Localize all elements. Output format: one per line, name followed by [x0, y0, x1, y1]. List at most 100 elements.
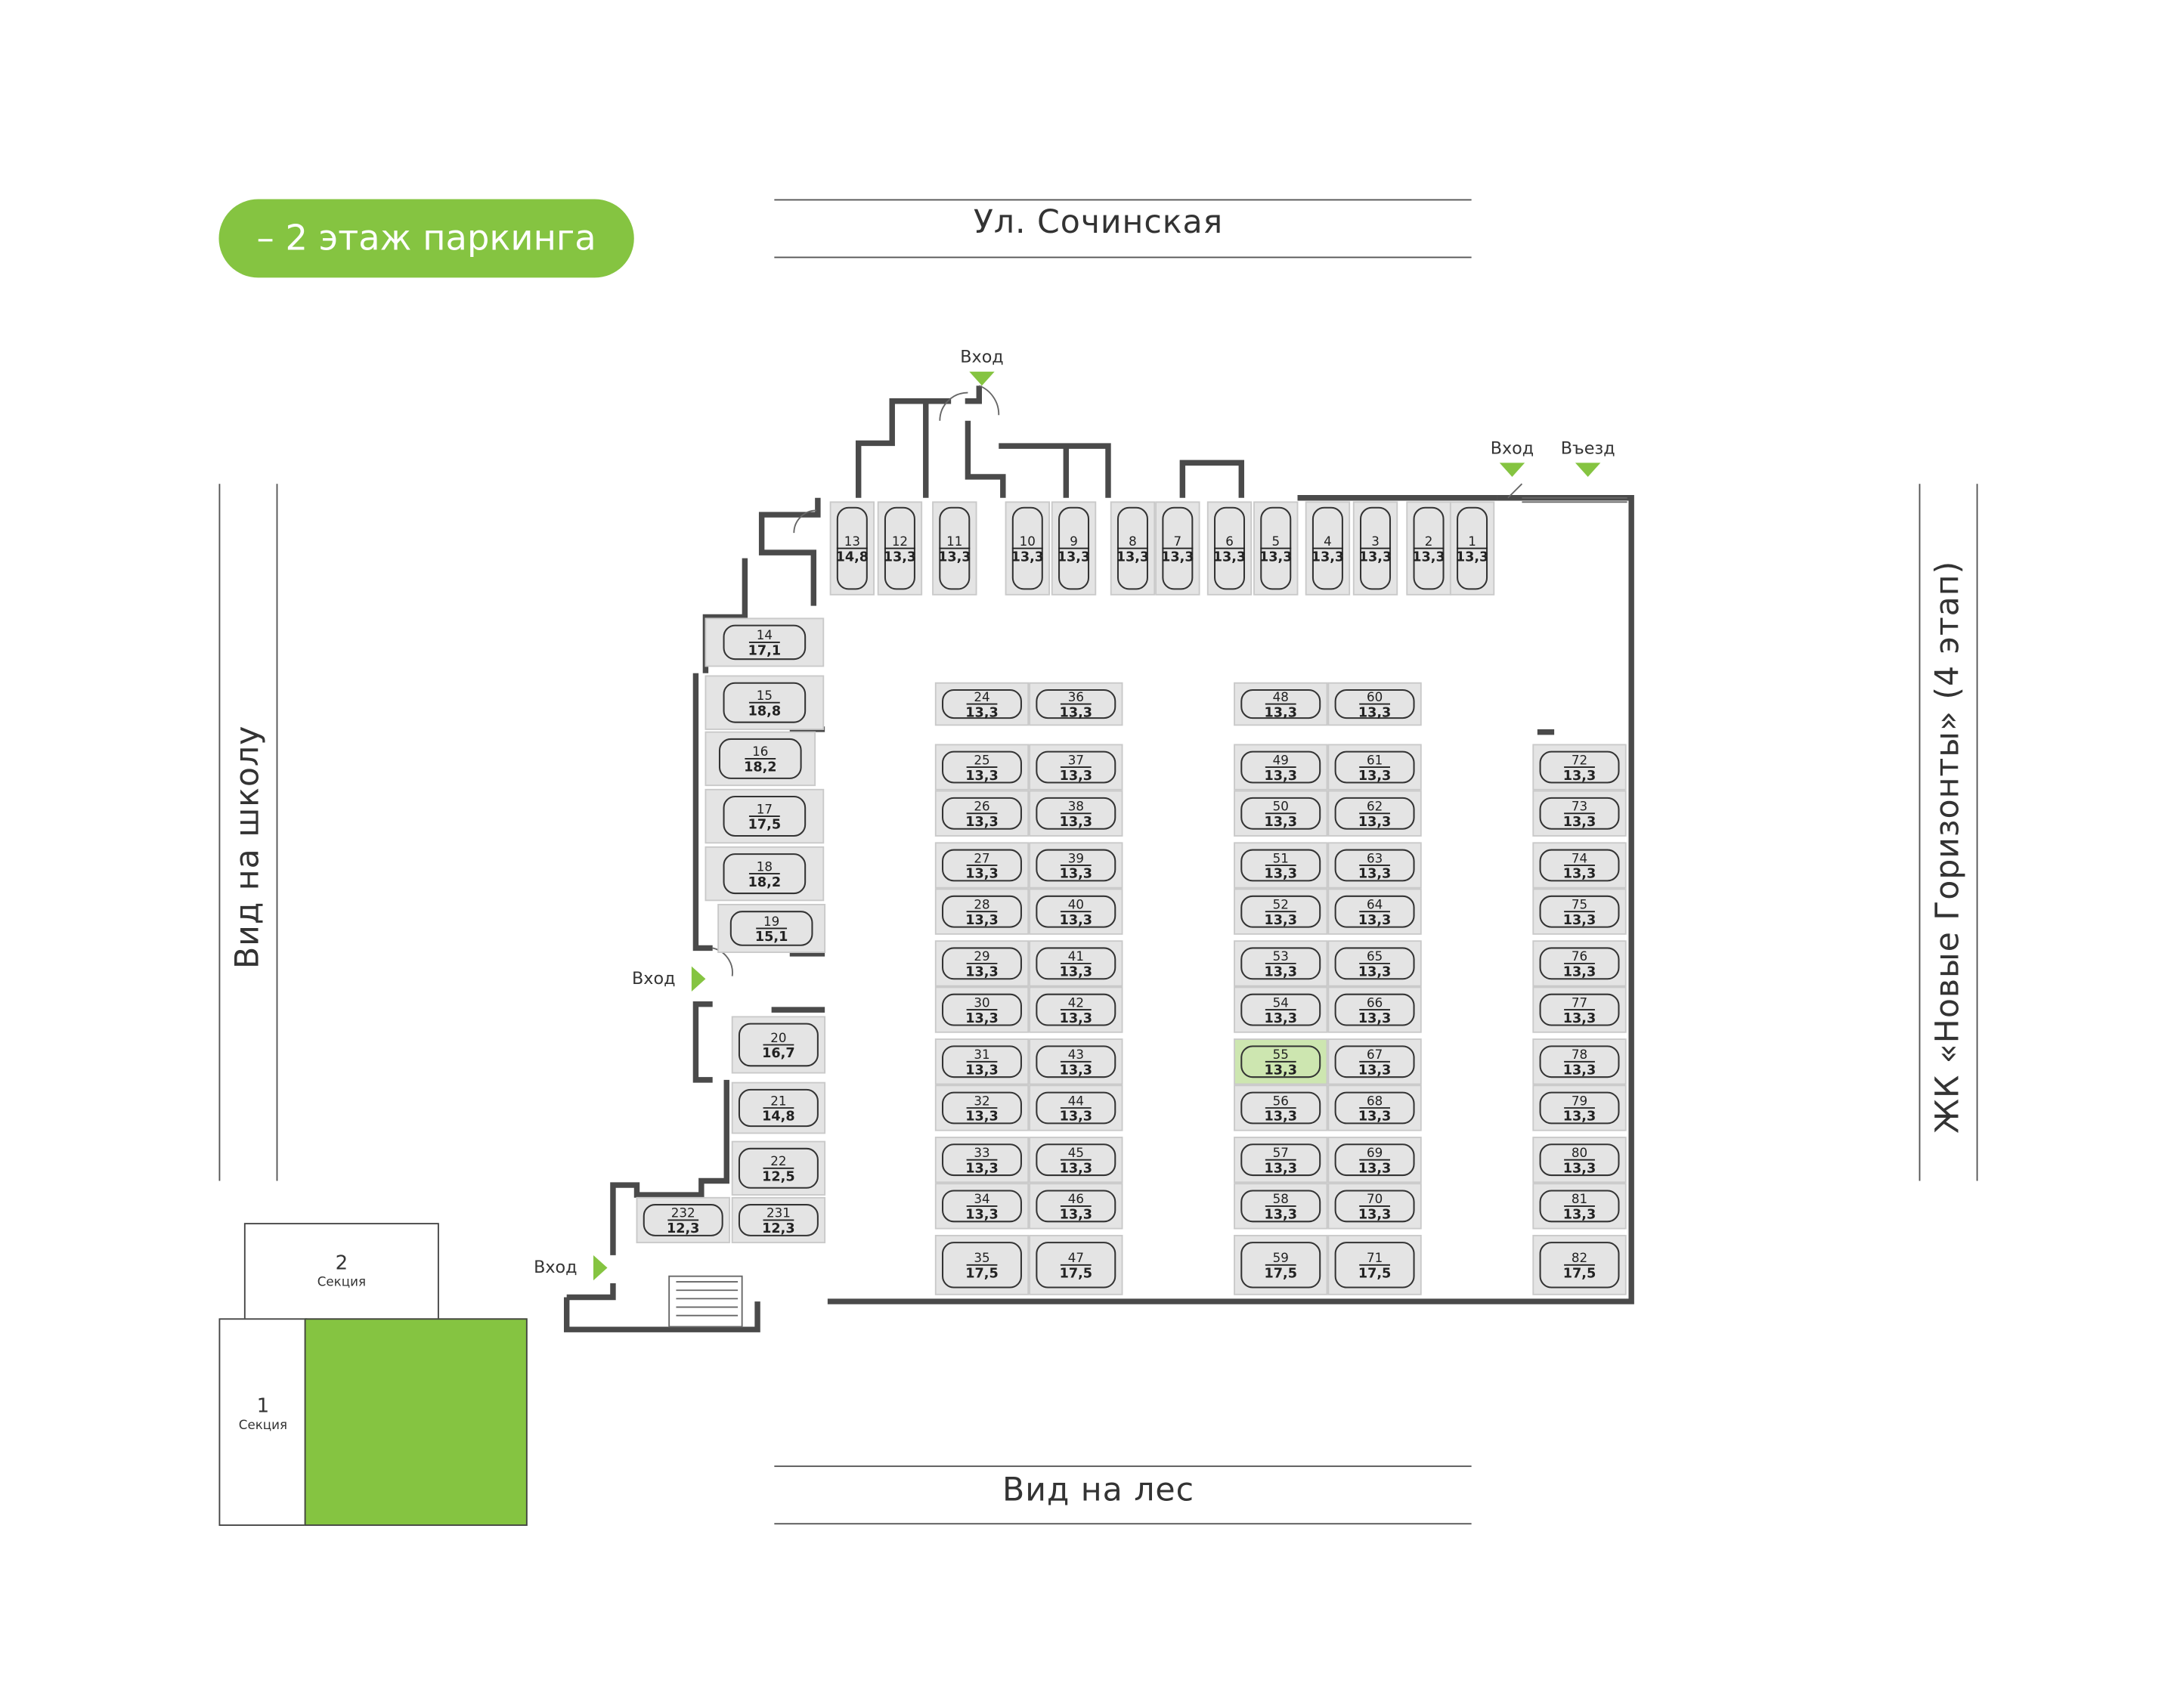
entrance-top-label: Вход — [960, 348, 1003, 367]
car-outline-27 — [942, 849, 1022, 882]
car-outline-32 — [942, 1091, 1022, 1125]
spot-number: 74 — [1572, 850, 1587, 865]
spot-area: 13,3 — [965, 867, 998, 882]
spot-area: 13,3 — [1358, 1208, 1391, 1223]
spot-number: 42 — [1068, 995, 1084, 1010]
spot-area: 13,3 — [1358, 913, 1391, 928]
spot-area: 12,3 — [667, 1221, 699, 1236]
wall-west-2 — [692, 673, 713, 951]
spot-area: 17,5 — [1060, 1267, 1092, 1282]
section-current-highlight — [304, 1318, 528, 1527]
spot-number: 68 — [1367, 1093, 1383, 1108]
spot-area: 13,3 — [1358, 769, 1391, 784]
spot-number: 63 — [1367, 850, 1383, 865]
spot-number: 20 — [770, 1030, 786, 1045]
car-outline-61 — [1334, 750, 1415, 784]
car-outline-16 — [718, 738, 802, 779]
car-outline-55 — [1240, 1045, 1321, 1078]
spot-area: 13,3 — [1563, 1109, 1596, 1125]
spot-number: 79 — [1572, 1093, 1587, 1108]
spot-number: 5 — [1271, 534, 1280, 549]
bottom-street-label: Вид на лес — [1002, 1472, 1195, 1509]
car-outline-82 — [1539, 1242, 1620, 1289]
drive-in-right-label: Въезд — [1561, 438, 1615, 458]
spot-number: 28 — [974, 896, 989, 911]
car-outline-34 — [942, 1190, 1022, 1223]
spot-number: 70 — [1367, 1191, 1383, 1206]
car-outline-45 — [1036, 1143, 1116, 1177]
spot-area: 13,3 — [1265, 1011, 1297, 1026]
spot-number: 30 — [974, 995, 989, 1010]
spot-number: 46 — [1068, 1191, 1084, 1206]
spot-area: 13,3 — [1563, 913, 1596, 928]
spot-area: 13,3 — [1358, 705, 1391, 720]
spot-number: 80 — [1572, 1145, 1587, 1160]
spot-area: 15,1 — [755, 930, 788, 945]
car-outline-26 — [942, 797, 1022, 830]
drive-in-right-arrow-icon — [1575, 463, 1601, 477]
spot-number: 44 — [1068, 1093, 1084, 1108]
spot-area: 13,3 — [1265, 1063, 1297, 1078]
spot-number: 47 — [1068, 1250, 1084, 1265]
spot-number: 16 — [752, 744, 768, 759]
spot-area: 17,5 — [1358, 1267, 1391, 1282]
car-outline-71 — [1334, 1242, 1415, 1289]
door-top-2 — [939, 391, 968, 421]
spot-number: 2 — [1425, 534, 1433, 549]
spot-area: 13,3 — [1563, 867, 1596, 882]
spot-area: 18,2 — [744, 760, 776, 775]
car-outline-21 — [738, 1088, 819, 1128]
spot-area: 13,3 — [1456, 549, 1488, 565]
spot-area: 13,3 — [1412, 549, 1445, 565]
top-street-line-upper — [774, 199, 1472, 201]
spot-number: 33 — [974, 1145, 989, 1160]
spot-number: 7 — [1174, 534, 1182, 549]
spot-number: 60 — [1367, 689, 1383, 704]
top-street-label: Ул. Сочинская — [973, 204, 1224, 242]
spot-area: 13,3 — [1060, 1161, 1092, 1176]
spot-area: 13,3 — [965, 1063, 998, 1078]
spot-area: 18,8 — [748, 704, 781, 719]
door-top-1 — [978, 385, 1000, 416]
car-outline-73 — [1539, 797, 1620, 830]
spot-number: 8 — [1129, 534, 1137, 549]
car-outline-40 — [1036, 895, 1116, 928]
car-outline-74 — [1539, 849, 1620, 882]
spot-area: 13,3 — [1265, 1161, 1297, 1176]
spot-number: 50 — [1273, 799, 1289, 814]
spot-area: 13,3 — [1359, 549, 1392, 565]
section-2-box: 2 Секция — [243, 1223, 439, 1322]
spot-area: 13,3 — [1358, 1161, 1391, 1176]
spot-area: 17,5 — [1563, 1267, 1596, 1282]
car-outline-70 — [1334, 1190, 1415, 1223]
entrance-southwest-arrow-icon — [593, 1255, 608, 1281]
wall-west-5 — [566, 1283, 616, 1301]
spot-area: 13,3 — [1563, 1208, 1596, 1223]
parking-spot-22[interactable] — [731, 1140, 826, 1196]
spot-area: 13,3 — [1058, 549, 1090, 565]
spot-number: 73 — [1572, 799, 1587, 814]
spot-number: 45 — [1068, 1145, 1084, 1160]
spot-number: 51 — [1273, 850, 1289, 865]
entrance-right-label: Вход — [1491, 438, 1534, 458]
car-outline-42 — [1036, 993, 1116, 1026]
car-outline-64 — [1334, 895, 1415, 928]
spot-area: 13,3 — [965, 965, 998, 980]
bottom-street-line-upper — [774, 1465, 1472, 1468]
wall-step-1 — [758, 497, 821, 606]
spot-area: 13,3 — [965, 1208, 998, 1223]
spot-area: 13,3 — [1060, 815, 1092, 830]
spot-number: 65 — [1367, 948, 1383, 964]
spot-number: 231 — [766, 1205, 791, 1221]
spot-number: 53 — [1273, 948, 1289, 964]
car-outline-69 — [1334, 1143, 1415, 1177]
spot-number: 27 — [974, 850, 989, 865]
door-drive — [1507, 483, 1523, 499]
section-2-word: Секция — [317, 1276, 367, 1291]
car-outline-53 — [1240, 947, 1321, 980]
spot-number: 41 — [1068, 948, 1084, 964]
spot-number: 19 — [763, 914, 779, 929]
wall-west-3 — [692, 1001, 713, 1083]
car-outline-24 — [942, 688, 1022, 719]
